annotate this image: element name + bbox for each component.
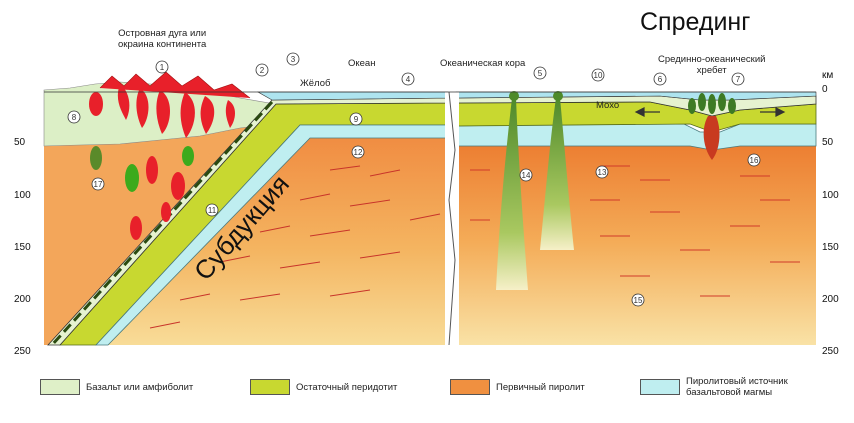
svg-text:1: 1 <box>160 63 165 72</box>
svg-text:7: 7 <box>736 75 741 84</box>
number-marker: 10 <box>591 68 605 82</box>
ridge-vegetation <box>688 93 736 114</box>
depth-tick-right: 50 <box>822 137 834 148</box>
spreading-arrows <box>634 107 786 117</box>
title: Спрединг <box>640 8 751 36</box>
subduction-front <box>50 100 274 347</box>
section-break <box>445 92 459 345</box>
svg-text:4: 4 <box>406 75 411 84</box>
depth-tick-right: 0 <box>822 84 828 95</box>
number-marker: 3 <box>286 52 300 66</box>
svg-text:11: 11 <box>208 206 217 215</box>
right-section <box>455 91 817 345</box>
ridge-diapir <box>703 116 720 160</box>
plume-head-1 <box>509 91 519 101</box>
svg-text:17: 17 <box>94 180 103 189</box>
arc-volcanoes <box>99 71 251 99</box>
legend-item: Базальт или амфиболит <box>40 372 193 402</box>
legend-label: Первичный пиролит <box>496 381 585 393</box>
ridge-flow-lines <box>470 165 800 297</box>
depth-tick-left: 200 <box>14 294 31 305</box>
plume-head-2 <box>553 91 563 101</box>
plume-2 <box>540 98 574 250</box>
legend-item: Первичный пиролит <box>450 372 585 402</box>
legend-swatch <box>40 379 80 395</box>
svg-text:16: 16 <box>750 156 759 165</box>
number-marker: 12 <box>351 145 365 159</box>
svg-text:6: 6 <box>658 75 663 84</box>
number-marker: 1 <box>155 60 169 74</box>
number-marker: 14 <box>519 168 533 182</box>
legend-swatch <box>640 379 680 395</box>
magma-blobs <box>89 84 235 240</box>
legend-item: Пиролитовый источник базальтовой магмы <box>640 372 788 402</box>
legend-swatch <box>250 379 290 395</box>
svg-text:8: 8 <box>72 113 77 122</box>
number-marker: 7 <box>731 72 745 86</box>
depth-tick-left: 50 <box>14 137 26 148</box>
number-marker: 13 <box>595 165 609 179</box>
svg-text:2: 2 <box>260 66 265 75</box>
label-km: км <box>822 70 834 81</box>
depth-tick-right: 250 <box>822 346 839 357</box>
slab-flow-lines <box>149 165 441 329</box>
depth-tick-right: 100 <box>822 190 839 201</box>
svg-text:5: 5 <box>538 69 543 78</box>
svg-text:3: 3 <box>291 55 296 64</box>
section-break-zigzag <box>448 91 456 346</box>
depth-tick-right: 200 <box>822 294 839 305</box>
svg-text:10: 10 <box>594 71 603 80</box>
green-magma <box>90 146 194 192</box>
number-marker: 9 <box>349 112 363 126</box>
number-marker: 17 <box>91 177 105 191</box>
legend-item: Остаточный перидотит <box>250 372 397 402</box>
number-marker: 5 <box>533 66 547 80</box>
number-marker: 16 <box>747 153 761 167</box>
number-marker: 2 <box>255 63 269 77</box>
number-marker: 4 <box>401 72 415 86</box>
depth-tick-left: 250 <box>14 346 31 357</box>
plume-1 <box>496 98 528 290</box>
legend-swatch <box>450 379 490 395</box>
svg-text:13: 13 <box>598 168 607 177</box>
svg-text:12: 12 <box>354 148 363 157</box>
label-oceanic-crust: Океаническая кора <box>440 58 526 69</box>
label-ocean: Океан <box>348 58 376 69</box>
label-trench: Жёлоб <box>300 78 331 89</box>
legend-label: Базальт или амфиболит <box>86 381 194 393</box>
svg-text:9: 9 <box>354 115 359 124</box>
svg-text:14: 14 <box>522 171 531 180</box>
number-marker: 8 <box>67 110 81 124</box>
ridge-magma-source <box>455 121 817 151</box>
label-moho: Мохо <box>596 100 620 111</box>
svg-text:15: 15 <box>634 296 643 305</box>
legend-label: Пиролитовый источник базальтовой магмы <box>686 376 788 398</box>
depth-tick-right: 150 <box>822 242 839 253</box>
depth-tick-left: 150 <box>14 242 31 253</box>
legend-label: Остаточный перидотит <box>296 381 398 393</box>
depth-tick-left: 100 <box>14 190 31 201</box>
label-island-arc: Островная дуга или окраина континента <box>118 28 207 50</box>
label-mid-ocean-ridge: Срединно-океанический хребет <box>658 54 766 76</box>
number-marker: 15 <box>631 293 645 307</box>
left-section <box>43 71 449 347</box>
number-marker: 11 <box>205 203 219 217</box>
number-marker: 6 <box>653 72 667 86</box>
